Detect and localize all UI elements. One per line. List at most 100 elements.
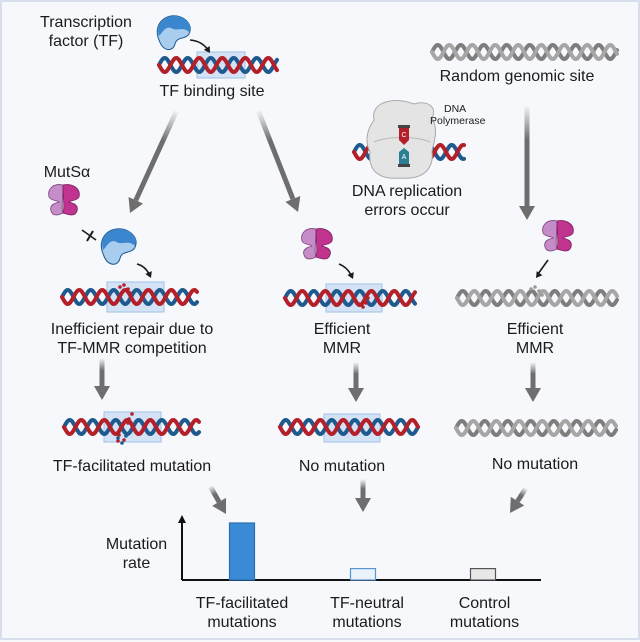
mismatch-dots-mmr	[357, 296, 370, 309]
bar-tf-neutral	[349, 567, 377, 581]
dna-polymerase-icon: CA	[366, 100, 437, 179]
efficient-mmr-center-label: Efficient MMR	[292, 320, 392, 358]
xtick-line2: mutations	[207, 614, 277, 631]
mismatch-dots-repair	[118, 283, 132, 295]
dna-tf-facilitated	[62, 417, 201, 437]
base-a	[399, 148, 409, 164]
no-mutation-center-label: No mutation	[298, 458, 386, 475]
mutsa-right-half	[315, 228, 333, 260]
tf-shading	[102, 228, 137, 250]
mutation-dots-red	[116, 412, 134, 443]
mismatch-dot	[366, 296, 370, 300]
binding-site-boxes	[103, 51, 383, 443]
mutsa-icon-right	[542, 220, 574, 252]
mutsa-center-arrowhead	[347, 272, 354, 279]
inefficient-repair-label: Inefficient repair due to TF-MMR competi…	[22, 320, 242, 358]
efficient-mmr-right-line1: Efficient	[506, 321, 564, 338]
mismatch-dot	[124, 434, 128, 438]
arrow-to-efficient-mmr	[255, 109, 301, 212]
arrow-to-tf-bar	[207, 484, 226, 514]
base-c-label: C	[401, 132, 406, 139]
mismatch-dot	[130, 412, 134, 416]
dna-strand	[455, 288, 619, 308]
dna-strand	[283, 288, 417, 308]
inhibition-bar	[86, 230, 94, 242]
base-a-label: A	[402, 154, 407, 161]
arrow-shaft	[189, 39, 209, 51]
efficient-mmr-center-line2: MMR	[322, 340, 362, 357]
arrow-to-inefficient-repair	[128, 108, 180, 213]
arrow-head	[348, 388, 364, 402]
mismatch-dots-right	[529, 285, 544, 297]
arrow-head	[525, 388, 541, 402]
arrow-to-neutral-bar	[355, 479, 371, 512]
replication-errors-line2: errors occur	[364, 202, 450, 219]
arrow-head	[128, 196, 144, 213]
mutsa-label: MutSα	[43, 164, 91, 181]
dna-strand	[454, 418, 618, 438]
mismatch-dot	[126, 287, 130, 291]
tf-label-line1: Transcription	[40, 14, 132, 31]
chart-y-axis-arrowhead	[178, 515, 186, 523]
tf-binding-arrowhead	[203, 46, 210, 53]
arrow-shaft	[255, 109, 296, 200]
mismatch-dot	[128, 291, 132, 295]
dna-strand	[157, 55, 279, 75]
dna-no-mutation-right	[454, 418, 618, 438]
tf-repair-arrow	[136, 263, 150, 275]
mutation-dots-blue	[116, 434, 128, 445]
mismatch-dot	[126, 421, 130, 425]
arrow-head	[519, 206, 535, 220]
arrow-right-mmr-to-no-mutation	[525, 362, 541, 402]
arrow-shaft	[133, 108, 180, 202]
chart-ylabel-line1: Mutation	[105, 536, 168, 553]
efficient-mmr-right-label: Efficient MMR	[485, 320, 585, 358]
efficient-mmr-right-line2: MMR	[515, 340, 555, 357]
dna-strand	[278, 417, 420, 437]
dna-polymerase-label: DNA Polymerase	[430, 103, 490, 127]
mutsa-right-half	[556, 220, 574, 252]
mismatch-dot	[540, 293, 544, 297]
mismatch-dot	[533, 285, 537, 289]
dna-strand	[283, 288, 417, 308]
arrow-mmr-to-no-mutation	[348, 362, 364, 402]
mismatch-dot	[116, 436, 120, 440]
mismatch-dot	[537, 289, 541, 293]
chart-xtick-tf-facilitated: TF-facilitated mutations	[172, 594, 312, 632]
mismatch-dot	[127, 417, 131, 421]
replication-errors-label: DNA replication errors occur	[332, 182, 482, 220]
mutsa-left-half	[301, 228, 317, 260]
tf-binding-arrow	[189, 39, 209, 51]
transcription-factor-icon-repair	[100, 228, 137, 265]
mutsa-icon-left	[48, 184, 80, 216]
xtick-line1: TF-neutral	[330, 595, 404, 612]
mismatch-dot	[122, 438, 126, 442]
mutsa-right-half	[62, 184, 80, 216]
mismatch-dot	[529, 287, 533, 291]
replication-errors-line1: DNA replication	[351, 183, 463, 200]
dna-strand	[430, 42, 619, 62]
xtick-line2: mutations	[332, 614, 402, 631]
arrow-shaft	[136, 263, 150, 275]
mutsa-right-arrowhead	[536, 271, 543, 278]
dna-strand	[157, 55, 279, 75]
arrow-shaft	[515, 486, 529, 503]
base-cap-top	[398, 125, 410, 128]
transcription-factor-icon-top	[156, 15, 191, 50]
mutsa-center-arrow	[338, 263, 352, 276]
dna-polymerase-line1: DNA	[444, 103, 467, 115]
inefficient-repair-line1: Inefficient repair due to	[50, 321, 214, 338]
mismatch-dot	[118, 285, 122, 289]
random-genomic-site-label: Random genomic site	[439, 68, 595, 85]
arrow-random-to-mmr	[519, 105, 535, 220]
tf-shading	[158, 15, 191, 36]
xtick-line2: mutations	[449, 614, 520, 631]
dna-strand	[62, 417, 201, 437]
mismatch-dot	[122, 283, 126, 287]
tf-binding-site-label: TF binding site	[159, 83, 265, 100]
mismatch-dot	[361, 305, 365, 309]
tf-label-line2: factor (TF)	[48, 33, 124, 50]
tf-repair-arrowhead	[145, 271, 152, 278]
bar-tf-facilitated	[228, 522, 256, 581]
dna-efficient-mmr-right	[455, 288, 619, 308]
